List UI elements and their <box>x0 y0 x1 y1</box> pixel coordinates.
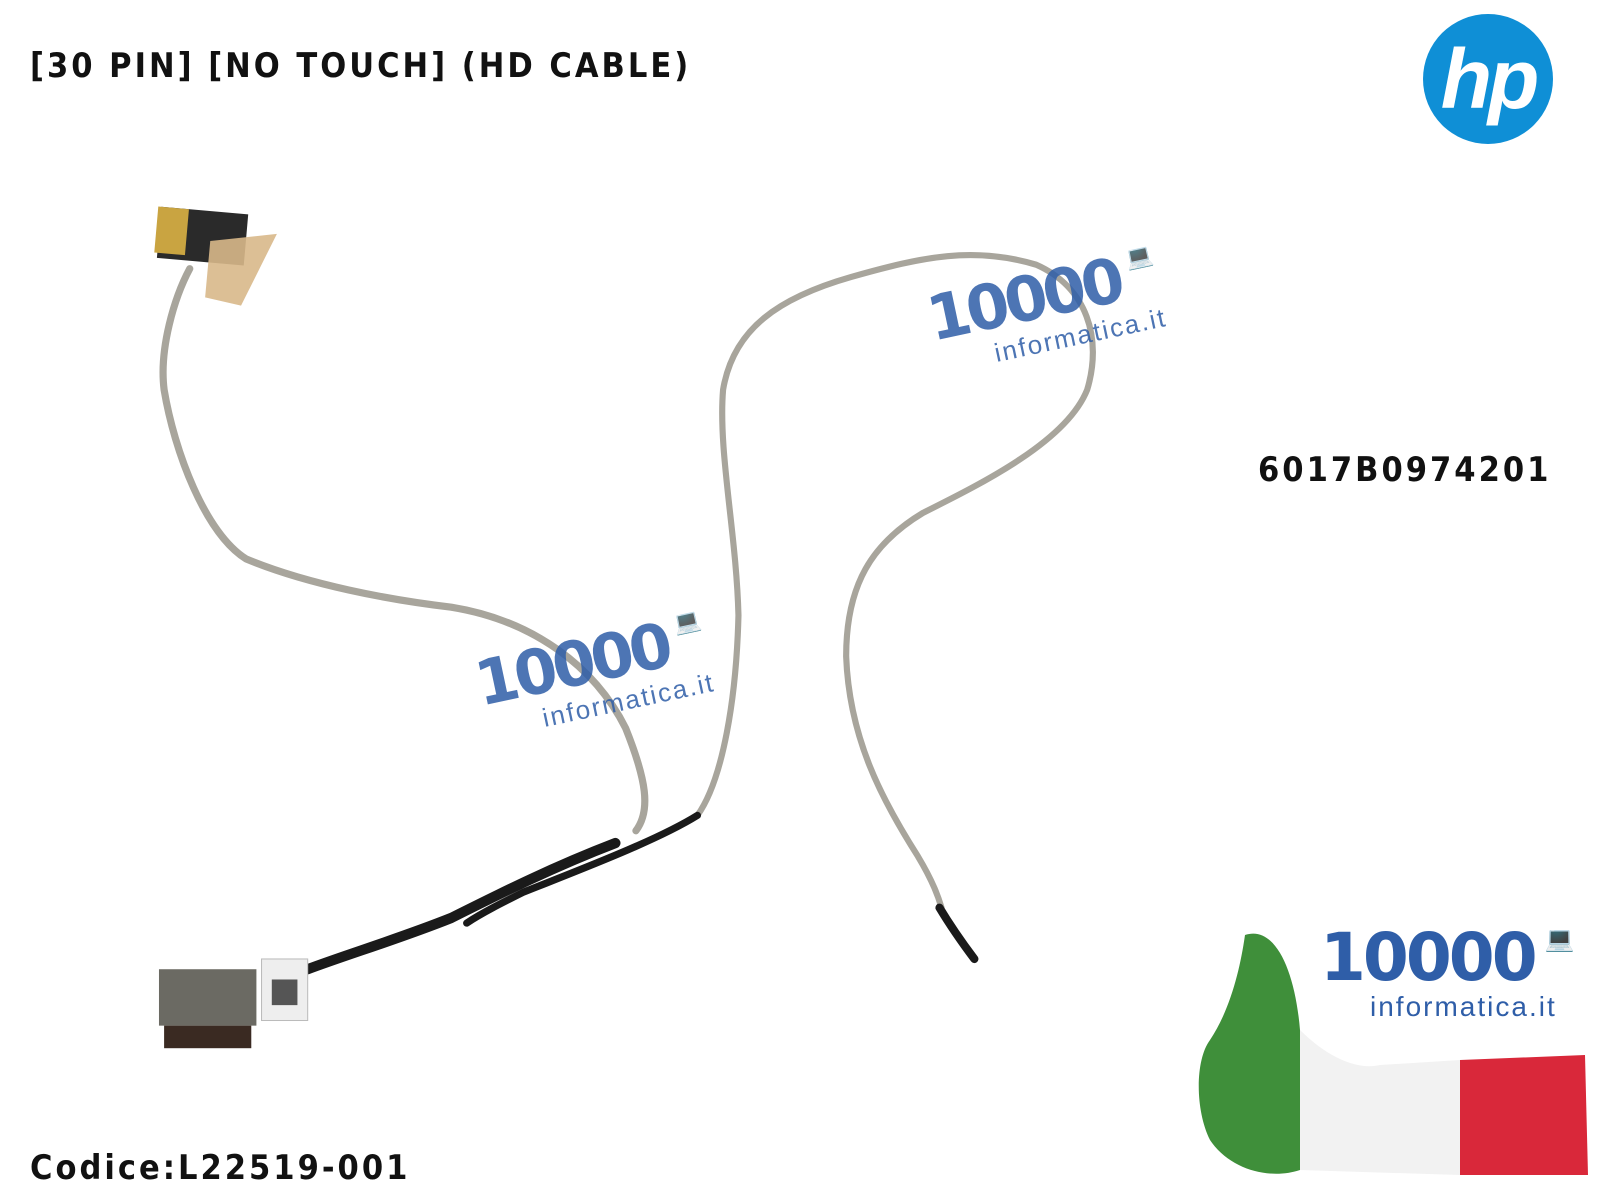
product-code: Codice:L22519-001 <box>30 1148 411 1188</box>
10000-informatica-logo: 10000💻 informatica.it <box>1320 919 1575 1023</box>
cable-black-branch <box>463 811 702 927</box>
cable-tail <box>935 903 979 964</box>
bottom-connector <box>158 969 257 1026</box>
tape <box>205 233 277 306</box>
laptop-icon: 💻 <box>1544 926 1575 953</box>
cable-left-wire <box>159 265 649 835</box>
cable-black-main <box>302 837 621 975</box>
cable-right-wire <box>694 251 1096 911</box>
top-connector-pins <box>154 206 189 256</box>
part-number: 6017B0974201 <box>1258 450 1552 490</box>
product-title: [30 PIN] [NO TOUCH] (HD CABLE) <box>30 46 692 86</box>
hp-logo: hp <box>1423 14 1553 144</box>
